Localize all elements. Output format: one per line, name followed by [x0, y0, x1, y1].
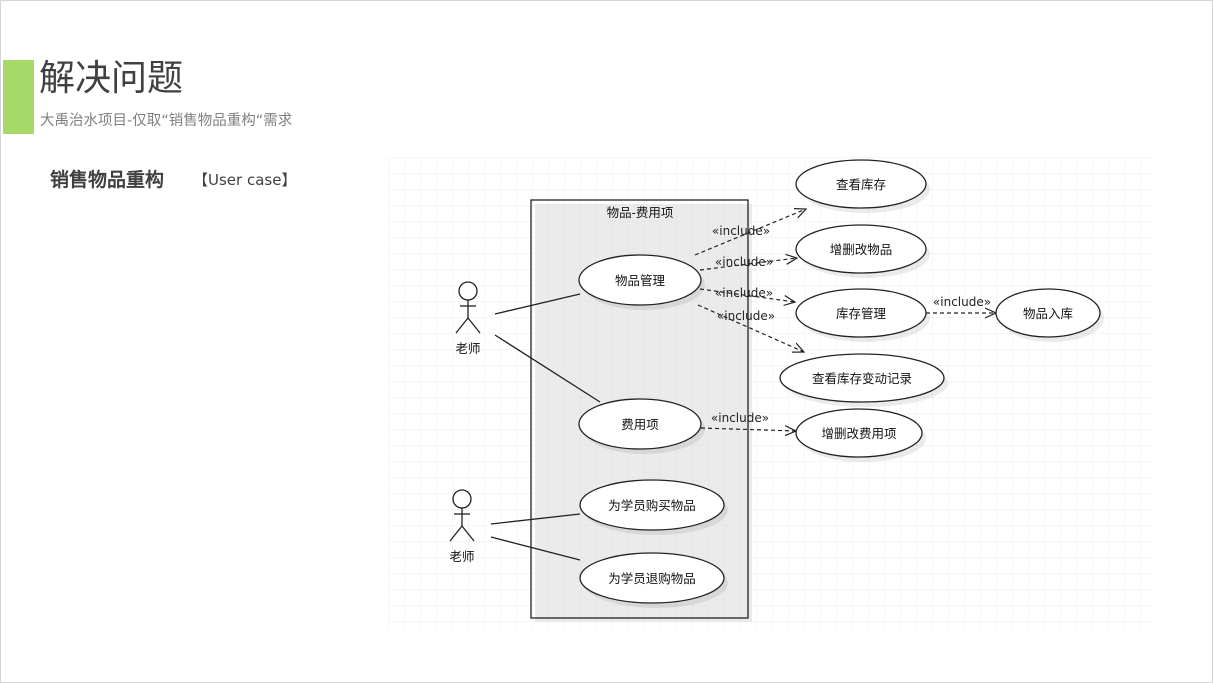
include-label: «include»: [717, 309, 775, 323]
association-line: [490, 513, 581, 525]
use-case-stock-in[interactable]: 物品入库: [995, 288, 1104, 342]
use-case-ellipse: [795, 159, 927, 209]
use-case-ellipse: [578, 254, 702, 306]
include-arrow: [699, 258, 797, 271]
use-case-view-stock[interactable]: 查看库存: [795, 159, 930, 213]
use-case-crud-fee[interactable]: 增删改费用项: [795, 408, 926, 462]
use-case-ellipse: [995, 288, 1101, 338]
include-relation: «include»: [697, 304, 804, 352]
use-case-stock-mgmt[interactable]: 库存管理: [795, 288, 930, 342]
slide-subtitle: 大禹治水项目-仅取“销售物品重构“需求: [40, 113, 293, 129]
include-relations: «include» «include» «include» «include» «inc…: [694, 209, 996, 431]
use-case-label: 物品入库: [1023, 306, 1073, 321]
actor-teacher1[interactable]: 老师: [455, 281, 481, 356]
include-arrow: [699, 288, 795, 302]
include-arrow: [694, 209, 806, 256]
include-relation: «include»: [700, 411, 796, 431]
include-label: «include»: [715, 255, 773, 269]
use-case-label: 查看库存变动记录: [812, 371, 912, 386]
include-label: «include»: [715, 286, 773, 300]
association-line: [490, 536, 581, 561]
actor-teacher2[interactable]: 老师: [449, 489, 475, 564]
stick-figure-icon: [455, 281, 481, 334]
include-relation: «include»: [699, 255, 797, 271]
use-case-label: 查看库存: [836, 177, 886, 192]
association-line: [494, 334, 601, 403]
use-case-refund-for-student[interactable]: 为学员退购物品: [579, 552, 728, 608]
include-label: «include»: [711, 411, 769, 425]
use-case-label: 增删改物品: [830, 242, 893, 257]
actor-label: 老师: [449, 549, 474, 564]
stick-figure-icon: [449, 489, 475, 542]
include-label: «include»: [712, 224, 770, 238]
use-case-ellipse: [779, 353, 945, 403]
use-case-ellipse: [795, 288, 927, 338]
include-label: «include»: [933, 295, 991, 309]
associations: [490, 293, 601, 561]
include-arrow: [700, 428, 796, 431]
include-relation: «include»: [926, 295, 996, 313]
use-case-label: 库存管理: [836, 306, 887, 321]
grid-background: [388, 157, 1153, 630]
use-case-ellipse: [795, 224, 927, 274]
use-case-ellipse: [579, 552, 725, 604]
system-boundary-label: 物品-费用项: [607, 205, 674, 220]
use-case-crud-item[interactable]: 增删改物品: [795, 224, 930, 278]
use-case-ellipse: [795, 408, 923, 458]
include-arrow: [697, 304, 804, 352]
use-case-buy-for-student[interactable]: 为学员购买物品: [579, 479, 728, 535]
include-relation: «include»: [699, 286, 795, 302]
use-case-label: 为学员退购物品: [608, 571, 696, 586]
use-case-view-stock-log[interactable]: 查看库存变动记录: [779, 353, 948, 407]
use-case-label: 物品管理: [615, 273, 666, 288]
use-case-fee-item[interactable]: 费用项: [578, 398, 705, 454]
section-title: 销售物品重构: [50, 169, 165, 191]
actor-label: 老师: [455, 341, 480, 356]
section-tag: 【User case】: [193, 171, 297, 189]
title-accent-bar: [3, 60, 34, 134]
use-case-item-mgmt[interactable]: 物品管理: [578, 254, 705, 310]
association-line: [494, 293, 581, 315]
use-case-ellipse: [578, 398, 702, 450]
include-relation: «include»: [694, 209, 806, 256]
use-case-label: 为学员购买物品: [608, 498, 696, 513]
use-case-label: 增删改费用项: [821, 426, 896, 441]
use-case-label: 费用项: [621, 417, 659, 432]
use-case-ellipse: [579, 479, 725, 531]
slide-title: 解决问题: [39, 58, 184, 99]
